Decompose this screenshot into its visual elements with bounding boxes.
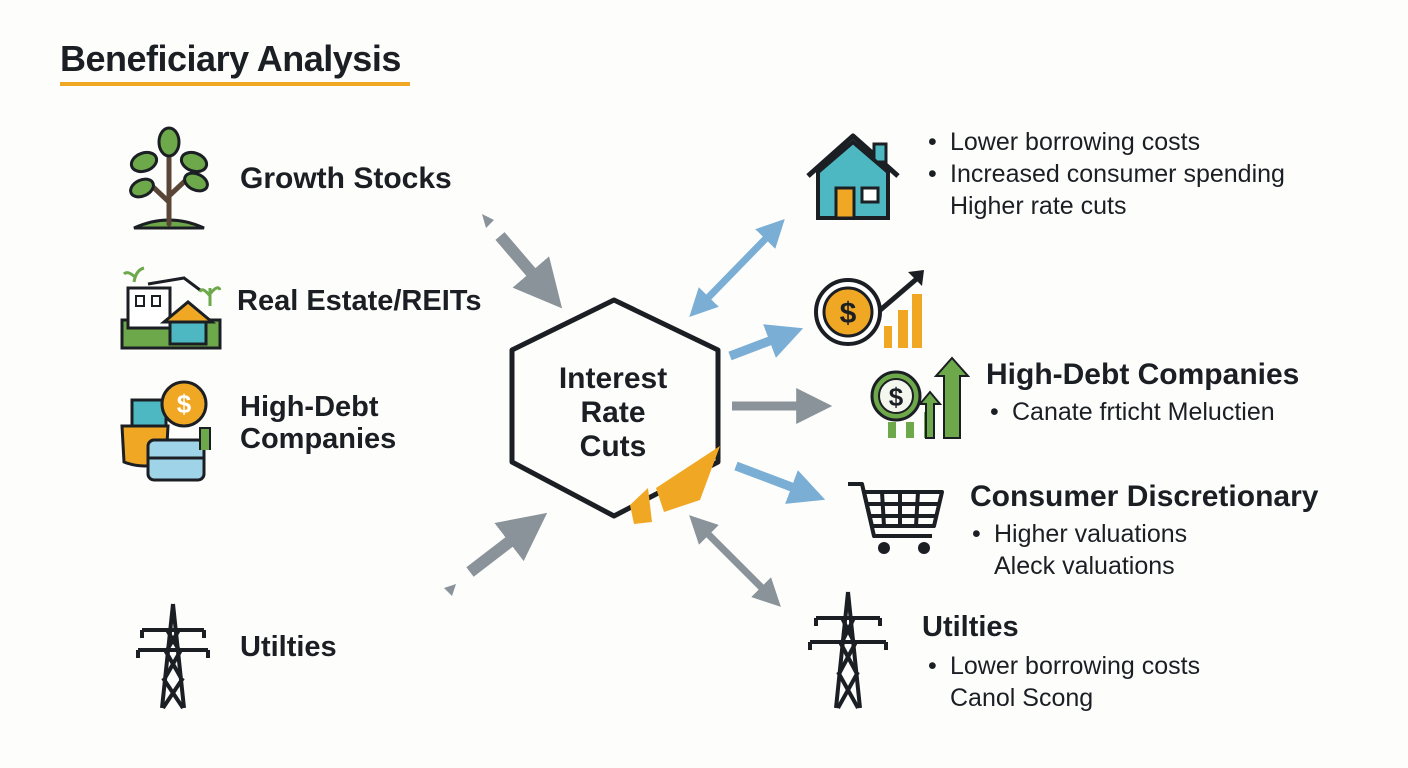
utilities-bullets: Lower borrowing costs Canol Scong <box>928 650 1200 714</box>
high-debt-right-title: High-Debt Companies <box>986 358 1300 391</box>
bullet-item: Canol Scong <box>950 684 1094 712</box>
power-tower-icon <box>808 591 888 709</box>
shopping-cart-icon <box>848 482 944 554</box>
hub-label-line: Rate <box>580 396 646 429</box>
bullet-item: Higher rate cuts <box>950 192 1127 220</box>
real-estate-icon <box>120 266 222 350</box>
hub-accent <box>656 446 720 512</box>
arrow-from-utilities <box>444 512 548 596</box>
consumer-title: Consumer Discretionary <box>970 480 1319 513</box>
arrow-to-utilities <box>689 515 781 607</box>
arrow-to-dollar-growth <box>728 324 804 361</box>
utilities-left-label: Utilties <box>240 631 337 663</box>
high-debt-left-label: High-Debt Companies <box>240 391 397 456</box>
svg-text:$: $ <box>889 382 904 412</box>
svg-text:$: $ <box>840 297 857 330</box>
bullet-item: Aleck valuations <box>994 552 1175 580</box>
bullet-item: Lower borrowing costs <box>928 126 1285 158</box>
hub-label-line: Interest <box>558 362 668 395</box>
growth-stocks-label: Growth Stocks <box>240 162 452 195</box>
high-debt-bullets: Canate frticht Meluctien <box>990 396 1275 428</box>
consumer-bullets: Higher valuations Aleck valuations <box>972 518 1187 582</box>
money-stack-icon: $ <box>120 380 211 482</box>
bullet-item: Canate frticht Meluctien <box>990 396 1275 428</box>
dollar-growth-icon: $ <box>814 270 924 348</box>
utilities-right-title: Utilties <box>922 611 1019 643</box>
bullet-item: Lower borrowing costs <box>928 650 1200 682</box>
arrow-from-growth <box>482 214 563 309</box>
arrow-to-consumer <box>734 461 826 504</box>
real-estate-label: Real Estate/REITs <box>237 285 482 317</box>
title-underline <box>60 82 410 86</box>
high-debt-left-line: Companies <box>240 422 397 455</box>
tree-icon <box>129 126 209 230</box>
hub-label-line: Cuts <box>579 430 647 463</box>
svg-text:$: $ <box>177 389 192 419</box>
hub-hexagon <box>509 297 721 519</box>
house-bullets: Lower borrowing costs Increased consumer… <box>928 126 1285 222</box>
dollar-bar-growth-icon: $ <box>870 356 970 439</box>
house-icon <box>806 133 900 220</box>
power-tower-icon <box>136 603 210 710</box>
hub-accent <box>630 488 652 524</box>
arrow-to-house <box>689 218 785 318</box>
hub-label: Interest Rate Cuts <box>540 362 686 464</box>
bullet-item: Increased consumer spending <box>928 158 1285 190</box>
bullet-item: Higher valuations <box>972 518 1187 550</box>
page-title: Beneficiary Analysis <box>60 38 401 79</box>
high-debt-left-line: High-Debt <box>240 391 379 423</box>
